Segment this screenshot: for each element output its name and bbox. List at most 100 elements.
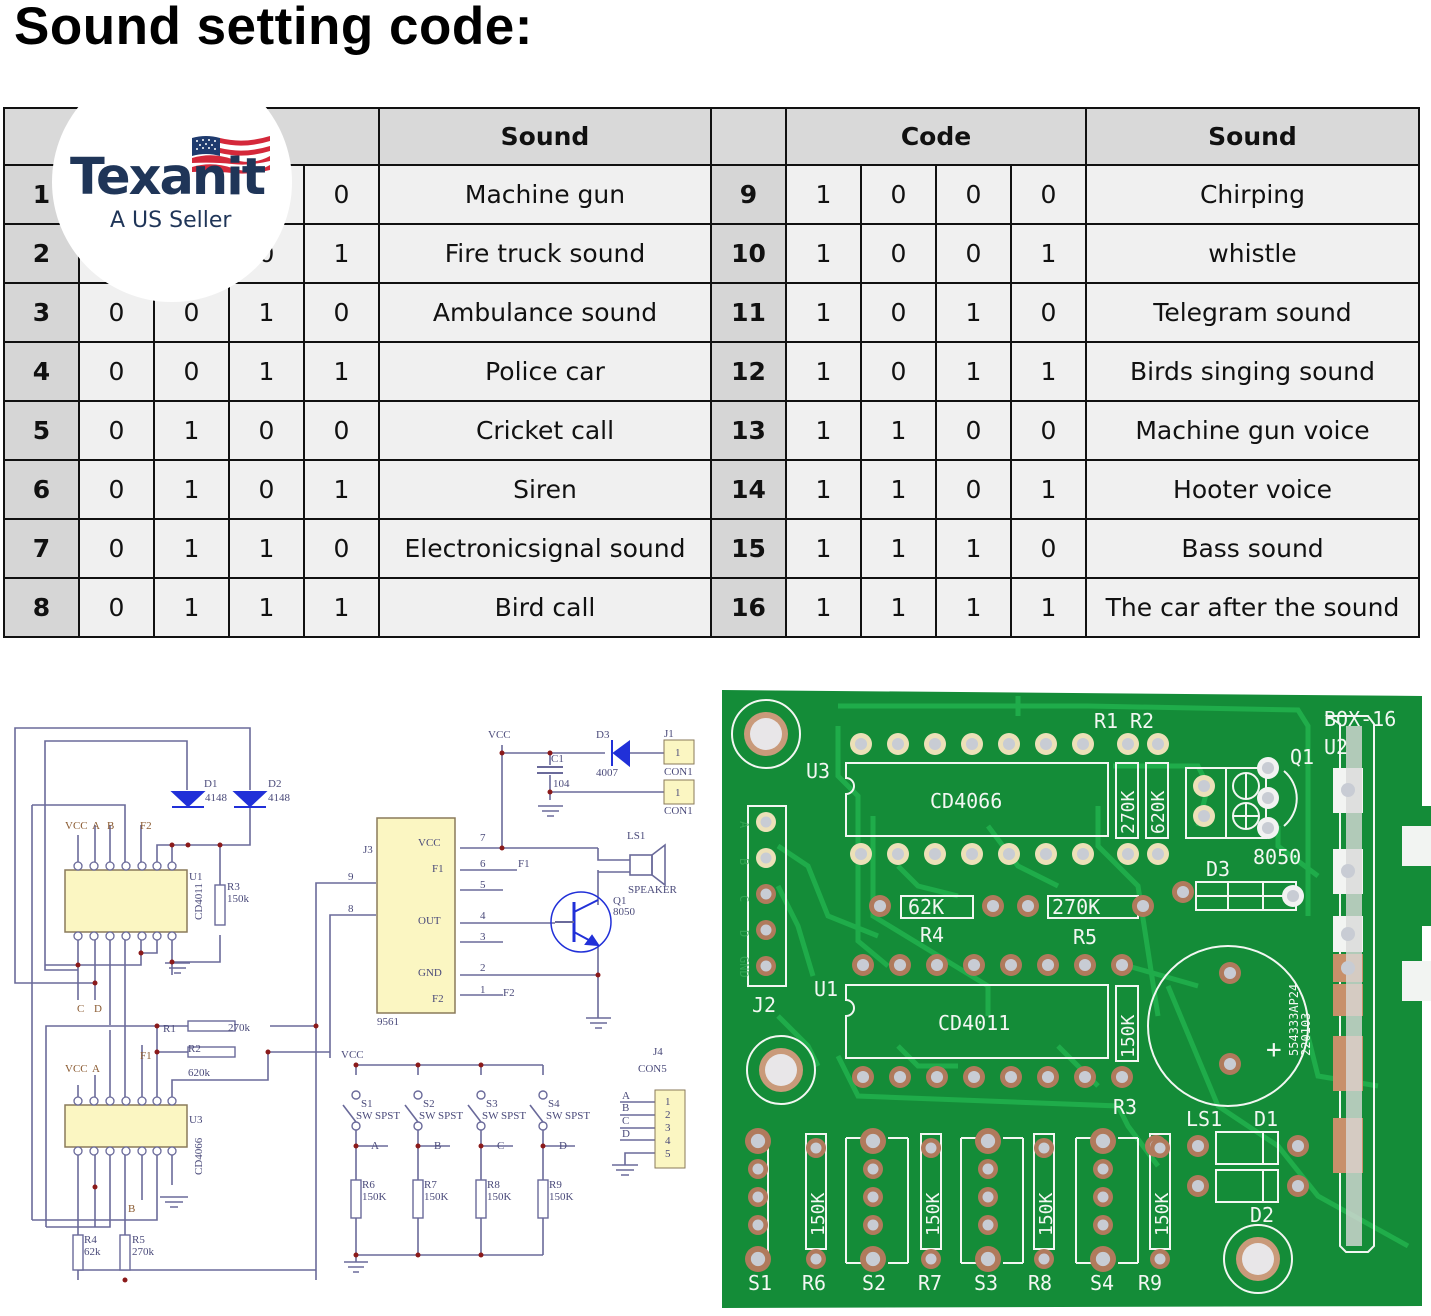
u3-label-vcc: VCC [65,1063,88,1075]
j3-pin-1: 1 [480,984,486,996]
j2-outline [747,805,787,987]
r8-ref: R8 [487,1179,500,1191]
pcb-pad-hole [930,958,944,972]
code-bit-b: 0 [153,341,230,402]
pcb-r5-value: 270K [1052,895,1100,919]
j3-pin-4: 4 [480,910,486,922]
sound-name: Machine gun voice [1085,400,1420,461]
pcb-pad-hole [982,1163,994,1175]
code-bit-b: 1 [153,518,230,579]
j3-pin-7: 7 [480,832,486,844]
sound-name: Siren [378,459,712,520]
j4-pin-4: 4 [665,1135,671,1147]
sound-name: Machine gun [378,164,712,225]
pcb-board-name: BOX-16 [1324,707,1396,731]
pcb-pad-hole [928,847,942,861]
pcb-board: R1 R2 BOX-16 U2 U3 CD4066 270K 620K Q1 8… [722,690,1431,1308]
pcb-s3-ref: S3 [974,1271,998,1295]
header-sound-right: Sound [1085,107,1420,166]
s3-ref: S3 [486,1098,498,1110]
ic-j3 [376,817,456,1014]
u1-label-d: D [94,1003,102,1015]
j3-pin-6: 6 [480,858,486,870]
r8-value: 150K [487,1191,512,1203]
j1-label: CON1 [664,766,693,778]
header-code-right: Code [785,107,1087,166]
code-bit-d: 0 [1010,518,1087,579]
j3-pin-9: 9 [348,871,354,883]
row-number: 4 [3,341,80,402]
sound-name: whistle [1085,223,1420,284]
pcb-r7-value: 150K [923,1192,944,1236]
pcb-r9-value: 150K [1152,1192,1173,1236]
code-bit-b: 1 [860,459,937,520]
s2-ref: S2 [423,1098,435,1110]
code-bit-d: 1 [1010,577,1087,638]
pcb-pad-hole [873,899,887,913]
pcb-d3-ref: D3 [1206,857,1230,881]
pcb-speaker-marking-1: 554333AP24 [1287,984,1301,1056]
code-bit-a: 1 [785,223,862,284]
pcb-pad-hole [1223,966,1237,980]
pcb-pad-hole [1115,1070,1129,1084]
u1-label-a: A [92,820,100,832]
r4-value: 62k [84,1246,101,1258]
j3-pinname-vcc: VCC [418,837,441,849]
code-bit-d: 0 [303,400,380,461]
j3-pin-8: 8 [348,903,354,915]
s4-ref: S4 [548,1098,560,1110]
code-bit-c: 1 [228,518,305,579]
resistor-r2 [187,1046,236,1058]
pcb-u2-ref: U2 [1324,735,1348,759]
sound-name: Fire truck sound [378,223,712,284]
pcb-pad-hole [1176,885,1190,899]
code-bit-d: 1 [1010,459,1087,520]
code-bit-d: 1 [303,341,380,402]
j4-pin-2: 2 [665,1109,671,1121]
pcb-r1-ref: R1 [1094,709,1118,733]
pcb-pad-hole [1197,779,1211,793]
us-flag-icon [192,135,270,174]
vcc-label-2: VCC [341,1049,364,1061]
pcb-pad-hole [1261,821,1275,835]
code-bit-c: 0 [228,459,305,520]
pcb-pad-hole [1344,930,1352,938]
d3-ref: D3 [596,729,610,741]
pcb-pad-hole [1197,809,1211,823]
diode-d1-icon [170,791,206,808]
pcb-pad-hole [760,888,772,900]
r6-ref: R6 [362,1179,375,1191]
code-bit-c: 1 [935,518,1012,579]
code-bit-a: 1 [785,164,862,225]
sound-name: Bird call [378,577,712,638]
net-f2: F2 [503,987,515,999]
code-bit-d: 0 [303,518,380,579]
pcb-pad-hole [1121,737,1135,751]
j4-pin-3: 3 [665,1122,671,1134]
sound-name: Electronicsignal sound [378,518,712,579]
r7-value: 150K [424,1191,449,1203]
pcb-pad-hole [1041,958,1055,972]
pcb-pad-hole [752,1191,764,1203]
u1-label-vcc: VCC [65,820,88,832]
circuit-schematic: D1 4148 D2 4148 VCC A B F2 U1 CD4011 R3 … [14,727,695,1283]
pcb-pad-hole [810,1142,822,1154]
pcb-pad-hole [867,1191,879,1203]
pcb-pad-hole [982,1191,994,1203]
pcb-pad-hole [1261,761,1275,775]
code-bit-c: 1 [228,341,305,402]
j3-pin-2: 2 [480,962,486,974]
pcb-u3-part: CD4066 [930,789,1002,813]
u1-ref: U1 [189,871,202,883]
capacitor-c1 [537,766,563,774]
j3-pinname-gnd: GND [418,967,442,979]
r6-value: 150K [362,1191,387,1203]
pcb-pad-hole [967,1070,981,1084]
u1-label-f2: F2 [140,820,152,832]
r1-ref: R1 [163,1023,176,1035]
code-bit-b: 1 [860,400,937,461]
pcb-u1-ref: U1 [814,977,838,1001]
